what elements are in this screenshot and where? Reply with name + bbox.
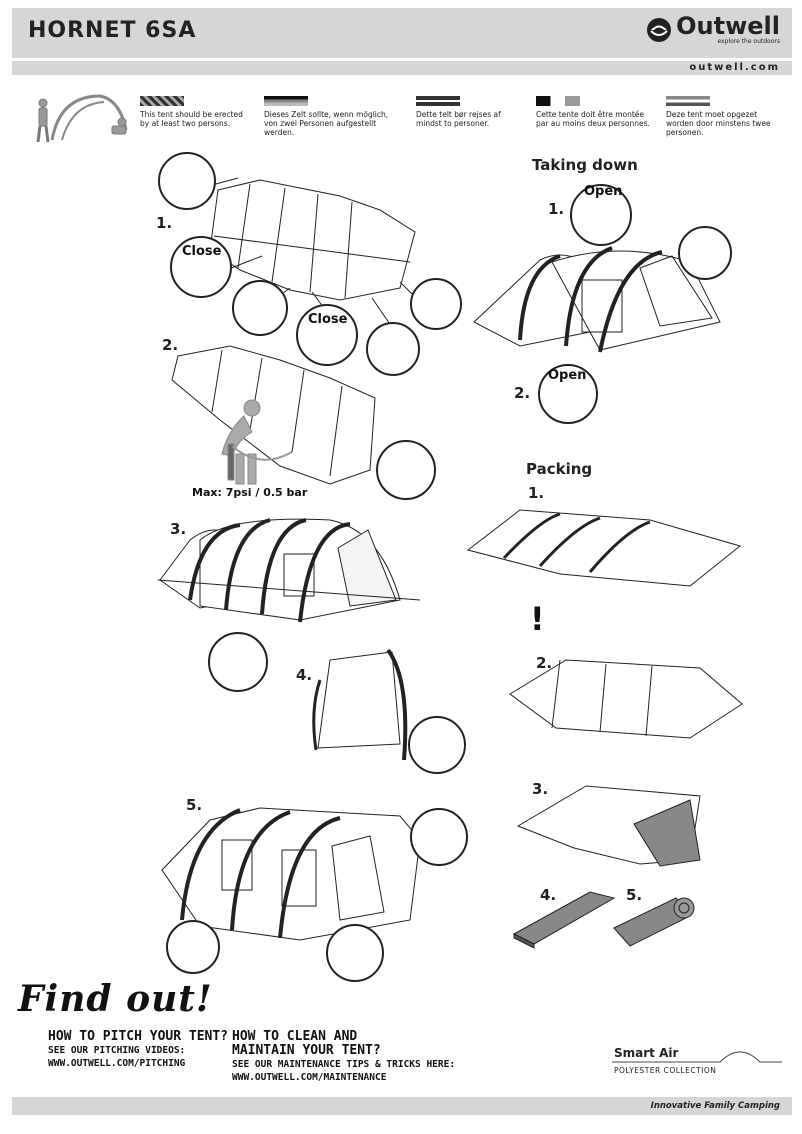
packing-step-2: 2. — [536, 654, 553, 672]
fr-flag-icon — [536, 96, 580, 106]
pitch-cta-sub: SEE OUR PITCHING VIDEOS: — [48, 1045, 186, 1056]
website-url[interactable]: outwell.com — [689, 62, 780, 73]
dk-flag-icon — [416, 96, 460, 106]
de-flag-icon — [264, 96, 308, 106]
lang-de-text: Dieses Zelt sollte, wenn möglich, von zw… — [264, 110, 389, 137]
packing-step-3: 3. — [532, 780, 549, 798]
lang-nl-text: Deze tent moet opgezet worden door minst… — [666, 110, 771, 137]
pitch-step-5: 5. — [186, 796, 203, 814]
open-label-1: Open — [584, 184, 623, 199]
clean-cta-sub: SEE OUR MAINTENANCE TIPS & TRICKS HERE: — [232, 1059, 456, 1070]
pitch-cta-title: HOW TO PITCH YOUR TENT? — [48, 1029, 229, 1044]
takedown-tent — [473, 246, 721, 353]
two-persons-icon — [36, 94, 128, 143]
clean-cta: HOW TO CLEAN AND MAINTAIN YOUR TENT? SEE… — [232, 1030, 455, 1084]
packing-step-4: 4. — [540, 886, 557, 904]
takedown-step-2: 2. — [514, 384, 531, 402]
packing-step-5: 5. — [626, 886, 643, 904]
pitch-step-1: 1. — [156, 214, 173, 232]
lang-dk: Dette telt bør rejses af mindst to perso… — [416, 96, 514, 128]
warning-icon: ! — [530, 600, 545, 638]
guyline-callout — [326, 924, 384, 982]
pressure-label: Max: 7psi / 0.5 bar — [192, 486, 308, 499]
step1-flat-tent — [209, 179, 416, 301]
brand-name: Outwell — [676, 12, 780, 40]
step3-inflated-tent — [157, 518, 421, 623]
clean-cta-title-1: HOW TO CLEAN AND — [232, 1029, 358, 1044]
pump-person-icon — [221, 399, 293, 485]
clean-cta-title-2: MAINTAIN YOUR TENT? — [232, 1043, 381, 1058]
taking-down-title: Taking down — [532, 156, 638, 174]
close-label-2: Close — [308, 312, 348, 327]
lang-dk-text: Dette telt bør rejses af mindst to perso… — [416, 110, 501, 128]
packing-step1-tent — [466, 509, 742, 587]
collection-sub: POLYESTER COLLECTION — [614, 1066, 717, 1075]
pitch-cta-url[interactable]: WWW.OUTWELL.COM/PITCHING — [48, 1058, 186, 1069]
lang-en-text: This tent should be erected by at least … — [140, 110, 243, 128]
page-title: HORNET 6SA — [28, 18, 197, 43]
packing-step4-bag — [512, 891, 616, 949]
footer-bar — [12, 1097, 792, 1115]
lang-fr-text: Cette tente doit être montée par au moin… — [536, 110, 650, 128]
pitch-step-4: 4. — [296, 666, 313, 684]
door-open-callout — [410, 808, 468, 866]
pump-detail-callout — [232, 280, 288, 336]
pole-detail-callout — [208, 632, 268, 692]
peg-detail-callout — [158, 152, 216, 210]
peg-detail-callout-2 — [410, 278, 462, 330]
open-valve-callout-2: Open — [538, 364, 598, 424]
packing-step-1: 1. — [528, 484, 545, 502]
stake-callout-step5 — [166, 920, 220, 974]
step4-door-panel — [312, 648, 408, 761]
door-callout-takedown — [678, 226, 732, 280]
lang-en: This tent should be erected by at least … — [140, 96, 250, 128]
door-detail-callout — [376, 440, 436, 500]
open-valve-callout-1: Open — [570, 184, 632, 246]
lang-nl: Deze tent moet opgezet worden door minst… — [666, 96, 786, 137]
brand-tagline: explore the outdoors — [717, 38, 780, 45]
clean-cta-url[interactable]: WWW.OUTWELL.COM/MAINTENANCE — [232, 1072, 387, 1083]
find-out-heading: Find out! — [18, 978, 213, 1020]
open-label-2: Open — [548, 368, 587, 383]
brand-logo: Outwell explore the outdoors — [646, 14, 780, 45]
smart-air-logo: Smart Air POLYESTER COLLECTION — [614, 1046, 716, 1075]
packing-step2-tent — [509, 659, 743, 739]
lang-de: Dieses Zelt sollte, wenn möglich, von zw… — [264, 96, 404, 137]
pitch-step-3: 3. — [170, 520, 187, 538]
pitch-cta: HOW TO PITCH YOUR TENT? SEE OUR PITCHING… — [48, 1030, 228, 1070]
step2-flat-tent — [171, 345, 376, 485]
packing-step5-roll — [613, 897, 695, 947]
nl-flag-icon — [666, 96, 710, 106]
packing-title: Packing — [526, 460, 593, 478]
stake-detail-callout — [366, 322, 420, 376]
lang-fr: Cette tente doit être montée par au moin… — [536, 96, 654, 128]
packing-step3-tent — [516, 785, 701, 867]
close-valve-callout-1: Close — [170, 236, 232, 298]
smart-air-wave — [612, 1051, 782, 1063]
zip-detail-callout — [408, 716, 466, 774]
takedown-step-1: 1. — [548, 200, 565, 218]
uk-flag-icon — [140, 96, 184, 106]
collection-name: Smart Air — [614, 1046, 679, 1060]
outwell-logo-icon — [647, 17, 672, 42]
close-valve-callout-2: Close — [296, 304, 358, 366]
pitch-step-2: 2. — [162, 336, 179, 354]
close-label-1: Close — [182, 244, 222, 259]
url-bar — [12, 61, 792, 75]
footer-slogan: Innovative Family Camping — [650, 1101, 780, 1111]
